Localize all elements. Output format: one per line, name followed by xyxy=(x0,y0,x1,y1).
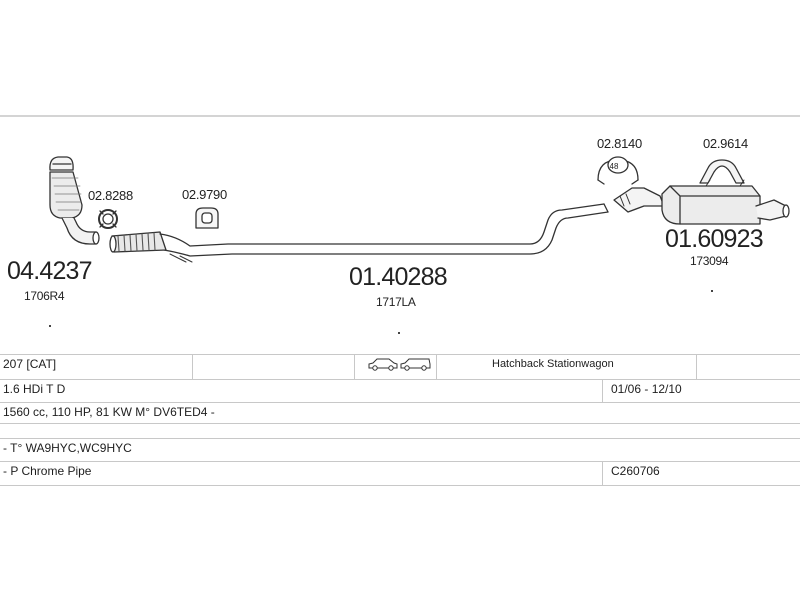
table-row: 1.6 HDi T D 01/06 - 12/10 xyxy=(0,380,800,403)
table-row: 207 [CAT] Hatchback Stationwagon xyxy=(0,355,800,380)
center-pipe-drawing xyxy=(159,203,609,263)
column-divider xyxy=(602,380,603,402)
exhaust-diagram: 48 xyxy=(49,156,790,263)
part-code-catalyst: 04.4237 xyxy=(7,257,93,285)
part-code-hanger-rear: 02.9614 xyxy=(703,136,748,151)
code-cell: C260706 xyxy=(611,464,660,478)
rear-hanger-drawing xyxy=(699,159,745,184)
part-ref-catalyst: 1706R4 xyxy=(24,289,65,303)
part-code-hanger-front: 02.9790 xyxy=(182,187,227,202)
column-divider xyxy=(602,462,603,485)
catalytic-converter-drawing xyxy=(49,156,100,245)
rear-silencer-drawing xyxy=(613,179,790,225)
marker-dot xyxy=(49,325,51,327)
ring-gasket-drawing xyxy=(597,156,639,185)
engine-cell: 1.6 HDi T D xyxy=(3,382,66,396)
ring-badge: 48 xyxy=(610,162,619,171)
top-border-line xyxy=(0,115,800,117)
marker-dot xyxy=(398,332,400,334)
table-row: 1560 cc, 110 HP, 81 KW M° DV6TED4 - xyxy=(0,403,800,424)
part-code-ring: 02.8140 xyxy=(597,136,642,151)
body-types-cell: Hatchback Stationwagon xyxy=(492,358,614,370)
car-body-icon xyxy=(368,358,431,371)
years-cell: 01/06 - 12/10 xyxy=(611,382,682,396)
table-row: - P Chrome Pipe C260706 xyxy=(0,462,800,486)
part-code-center-pipe: 01.40288 xyxy=(349,263,448,291)
part-ref-center-pipe: 1717LA xyxy=(376,295,416,309)
part-code-clamp-front: 02.8288 xyxy=(88,188,133,203)
spec-cell: 1560 cc, 110 HP, 81 KW M° DV6TED4 - xyxy=(3,405,215,419)
model-cell: 207 [CAT] xyxy=(3,357,57,371)
body-type-icons xyxy=(364,355,434,379)
part-ref-rear-silencer: 173094 xyxy=(690,254,729,268)
flex-pipe-drawing xyxy=(109,231,167,253)
type-codes-cell: - T° WA9HYC,WC9HYC xyxy=(3,441,132,455)
note-cell: - P Chrome Pipe xyxy=(3,464,92,478)
part-code-rear-silencer: 01.60923 xyxy=(665,225,764,253)
front-hanger-drawing xyxy=(195,207,219,229)
column-divider xyxy=(354,355,355,379)
table-row: - T° WA9HYC,WC9HYC xyxy=(0,439,800,462)
table-top-line xyxy=(0,354,800,355)
table-row xyxy=(0,424,800,439)
column-divider xyxy=(436,355,437,379)
column-divider xyxy=(192,355,193,379)
marker-dot xyxy=(711,290,713,292)
column-divider xyxy=(696,355,697,379)
front-clamp-drawing xyxy=(98,209,118,229)
